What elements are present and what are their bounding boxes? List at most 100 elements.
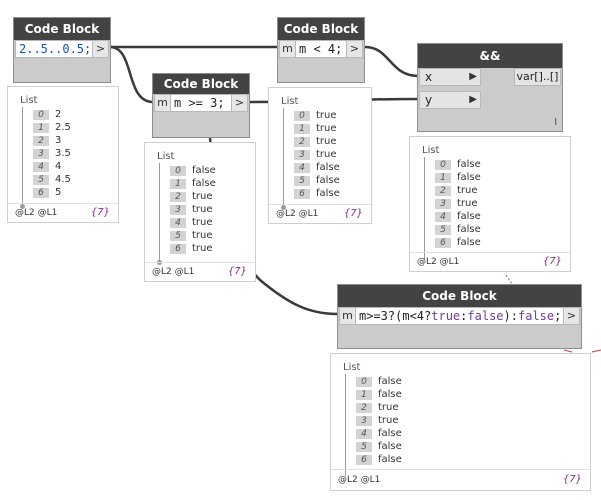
list-label: List <box>20 95 38 106</box>
list-value: true <box>457 185 478 196</box>
list-item: 2 true <box>435 184 481 197</box>
list-value: 5 <box>55 187 62 198</box>
code-block-ge-node[interactable]: Code Block m m >= 3; > <box>152 73 250 138</box>
output-port[interactable]: > <box>231 95 247 111</box>
node-title[interactable]: && <box>418 44 562 68</box>
list-levels[interactable]: @L2 @L1 <box>152 267 195 277</box>
code-block-ternary-node[interactable]: Code Block m m>=3?(m<4?true:false):false… <box>337 284 582 349</box>
list-value: false <box>316 162 340 173</box>
list-index: 5 <box>435 224 451 235</box>
wire-lt-to-and-x <box>364 45 419 78</box>
list-index: 2 <box>33 135 49 146</box>
list-index: 5 <box>33 174 49 185</box>
input-port-y[interactable]: y ▶ <box>419 91 481 109</box>
list-value: true <box>316 149 337 160</box>
list-value: 3.5 <box>55 148 71 159</box>
lacing-indicator[interactable]: l <box>554 118 557 128</box>
code-part: : <box>460 309 468 323</box>
output-port[interactable]: > <box>92 41 108 57</box>
item-count: {7} <box>542 256 562 267</box>
list-label: List <box>157 151 175 162</box>
node-title[interactable]: Code Block <box>14 18 110 40</box>
list-value: true <box>192 230 213 241</box>
code-block-editor[interactable]: m m >= 3; > <box>154 94 248 112</box>
list-index: 5 <box>356 441 372 452</box>
input-port-x[interactable]: x ▶ <box>419 68 481 86</box>
code-block-editor[interactable]: m m < 4; > <box>279 40 363 58</box>
list-levels[interactable]: @L2 @L1 <box>15 208 58 218</box>
output-port[interactable]: > <box>346 41 362 57</box>
list-index: 3 <box>435 198 451 209</box>
input-port-m[interactable]: m <box>280 41 296 57</box>
list-value: true <box>316 136 337 147</box>
node-title[interactable]: Code Block <box>153 74 249 94</box>
list-label: List <box>422 145 440 156</box>
code-block-lt-node[interactable]: Code Block m m < 4; > <box>277 17 365 83</box>
output-port[interactable]: var[]..[] <box>514 68 561 86</box>
list-index: 0 <box>170 165 186 176</box>
list-index: 1 <box>435 172 451 183</box>
input-port-m[interactable]: m <box>340 308 356 324</box>
list-index: 6 <box>170 243 186 254</box>
list-index: 0 <box>294 110 310 121</box>
wire-and-to-ternary <box>505 274 513 285</box>
code-part: ; <box>554 309 562 323</box>
list-index: 4 <box>170 217 186 228</box>
list-value: false <box>192 165 216 176</box>
code-text[interactable]: m >= 3; <box>171 95 231 111</box>
node-title[interactable]: Code Block <box>338 285 581 307</box>
list-value: true <box>192 191 213 202</box>
input-port-m[interactable]: m <box>155 95 171 111</box>
list-index: 3 <box>356 415 372 426</box>
wire-ternary-out <box>563 349 601 353</box>
preview-footer: @L2 @L1 {7} <box>269 204 371 223</box>
list-index: 6 <box>356 454 372 465</box>
code-text[interactable]: 2..5..0.5; <box>16 41 92 57</box>
code-block-editor[interactable]: m m>=3?(m<4?true:false):false; > <box>339 307 580 325</box>
list-levels[interactable]: @L2 @L1 <box>338 475 381 485</box>
code-block-editor[interactable]: 2..5..0.5; > <box>15 40 109 58</box>
preview-footer: @L2 @L1 {7} <box>410 252 570 271</box>
list-value: 2.5 <box>55 122 71 133</box>
and-node[interactable]: && x ▶ y ▶ var[]..[] l <box>417 43 563 132</box>
list-levels[interactable]: @L2 @L1 <box>417 257 460 267</box>
node-title[interactable]: Code Block <box>278 18 364 40</box>
code-keyword: false <box>517 309 555 323</box>
list-index: 4 <box>435 211 451 222</box>
list-item: 6 false <box>356 453 402 466</box>
list-value: false <box>457 172 481 183</box>
list-levels[interactable]: @L2 @L1 <box>276 209 319 219</box>
list-value: false <box>378 389 402 400</box>
list-index: 2 <box>435 185 451 196</box>
output-port[interactable]: > <box>563 308 579 324</box>
code-block-range-node[interactable]: Code Block 2..5..0.5; > <box>13 17 111 83</box>
list-index: 4 <box>356 428 372 439</box>
list-value: false <box>457 237 481 248</box>
chevron-right-icon: ▶ <box>469 71 477 82</box>
preview-footer: @L2 @L1 {7} <box>8 203 118 222</box>
code-text[interactable]: m>=3?(m<4?true:false):false; <box>356 308 563 324</box>
list-value: false <box>378 454 402 465</box>
code-text[interactable]: m < 4; <box>296 41 346 57</box>
list-index: 1 <box>33 122 49 133</box>
